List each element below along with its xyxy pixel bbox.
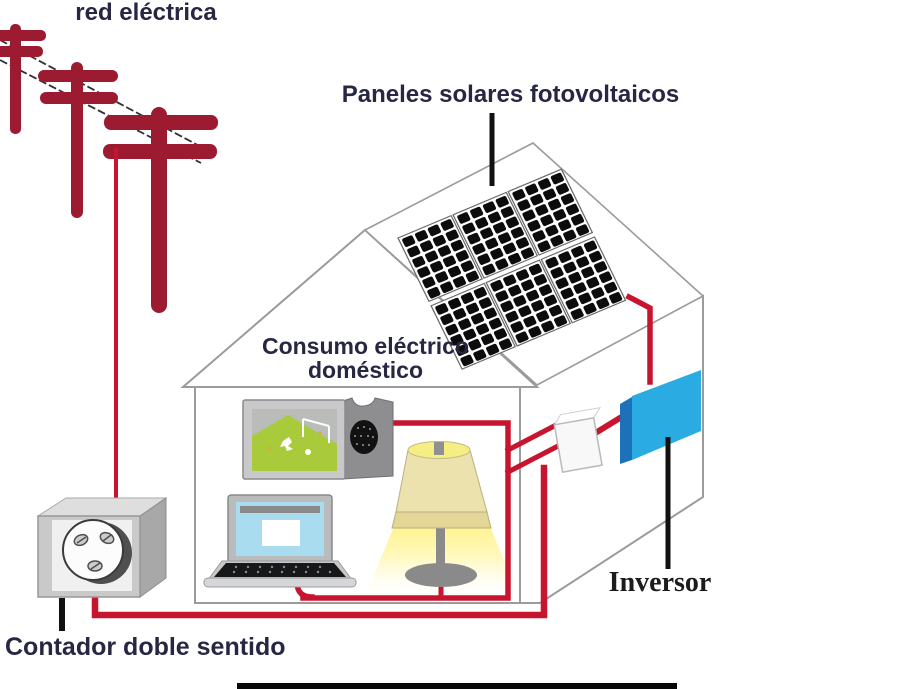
tv-screen-player xyxy=(268,431,322,455)
grid-label: red eléctrica xyxy=(75,0,217,26)
bottom-black-bar xyxy=(237,683,677,689)
junction-box xyxy=(553,406,603,473)
tv-screen-field xyxy=(252,415,337,471)
lamp-stem xyxy=(436,510,445,572)
tv-speaker-holes xyxy=(354,426,374,446)
meter-label: Contador doble sentido xyxy=(5,633,286,661)
inverter-front xyxy=(632,370,701,460)
tv xyxy=(242,397,394,480)
wire-branch-upper xyxy=(504,420,562,454)
wire-interior-loop xyxy=(300,420,511,601)
meter-screws xyxy=(73,531,115,572)
laptop-base xyxy=(203,577,357,588)
utility-pole xyxy=(0,24,46,134)
laptop-titlebar xyxy=(240,506,320,513)
laptop-keys xyxy=(232,565,332,574)
lamp-bulb-socket xyxy=(434,442,444,455)
wire-branch-lower xyxy=(504,442,562,476)
utility-poles xyxy=(0,24,218,313)
utility-pole xyxy=(103,107,218,313)
tv-screen-goal xyxy=(302,418,330,443)
consumption-label: Consumo eléctrico doméstico xyxy=(248,334,483,382)
lamp xyxy=(391,441,492,587)
lamp-base xyxy=(405,563,477,587)
laptop-keyboard xyxy=(214,563,346,577)
label-pointers xyxy=(59,113,671,631)
panels-label: Paneles solares fotovoltaicos xyxy=(341,81,680,108)
consumption-label-line2: doméstico xyxy=(307,357,424,384)
meter-box xyxy=(36,497,168,598)
wire-panels-to-inverter xyxy=(625,293,653,385)
laptop-window xyxy=(262,520,300,546)
inverter-side xyxy=(620,397,632,464)
inverter-label: Inversor xyxy=(608,567,712,598)
inverter-box xyxy=(620,370,701,464)
meter-side-face xyxy=(139,497,167,598)
laptop xyxy=(203,494,357,588)
junction-box-front xyxy=(553,417,603,473)
tv-speaker xyxy=(350,420,378,454)
consumption-label-line1: Consumo eléctrico xyxy=(261,333,470,359)
utility-pole xyxy=(38,62,118,218)
lamp-shade-band xyxy=(391,511,492,529)
